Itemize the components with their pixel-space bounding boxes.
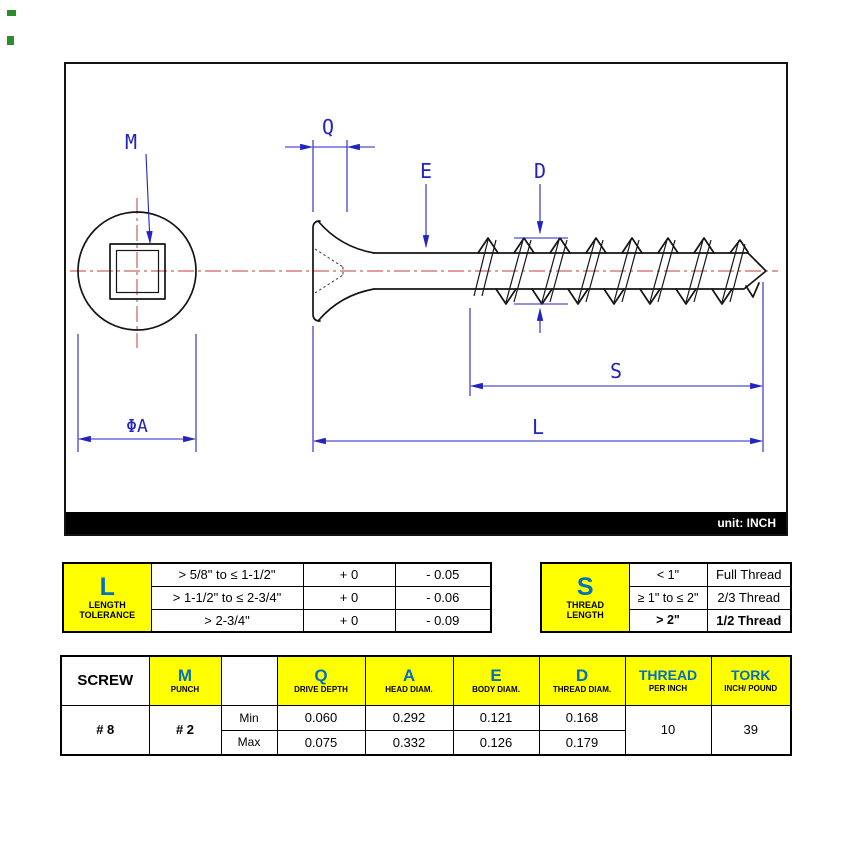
tork-value: 39 xyxy=(710,704,792,756)
thread-crests-bottom xyxy=(495,282,760,305)
q-extension-lines xyxy=(312,140,348,212)
header-minmax-spacer xyxy=(220,655,278,706)
header-a-head-diam: A HEAD DIAM. xyxy=(364,655,454,706)
tolerance-minus: - 0.05 xyxy=(394,562,492,587)
header-m-sub: PUNCH xyxy=(170,685,200,695)
bugle-flare-bottom xyxy=(317,288,375,322)
head-front-view-circle xyxy=(77,211,197,331)
a-min-value: 0.292 xyxy=(364,704,454,731)
tolerance-plus: + 0 xyxy=(302,562,396,587)
a-max-value: 0.332 xyxy=(364,729,454,756)
spec-max-row: Max 0.075 0.332 0.126 0.179 xyxy=(61,729,791,756)
tolerance-corner-cell: L LENGTH TOLERANCE xyxy=(62,562,152,633)
thread-length-row-3: > 2" 1/2 Thread xyxy=(541,608,792,633)
thread-value: 2/3 Thread xyxy=(706,585,792,610)
thread-length-corner-cell: S THREAD LENGTH xyxy=(540,562,630,633)
header-d-thread-diam: D THREAD DIAM. xyxy=(538,655,626,706)
thread-length-row-2: ≥ 1" to ≤ 2" 2/3 Thread xyxy=(541,585,792,610)
technical-drawing-panel: M Q E D S L ΦA xyxy=(64,62,788,536)
tolerance-range: > 1-1/2" to ≤ 2-3/4" xyxy=(150,585,304,610)
phi-a-extension-lines xyxy=(77,334,197,452)
scan-artifact-2 xyxy=(7,36,14,45)
tolerance-row-1: L LENGTH TOLERANCE > 5/8" to ≤ 1-1/2" + … xyxy=(62,562,492,633)
thread-flank-lines xyxy=(473,239,746,303)
tolerance-range: > 5/8" to ≤ 1-1/2" xyxy=(150,562,304,587)
header-a-sub: HEAD DIAM. xyxy=(385,685,433,695)
thread-value: Full Thread xyxy=(706,562,792,587)
header-tork-sub: INCH/ POUND xyxy=(724,684,778,694)
header-thread-sub: PER INCH xyxy=(648,684,688,694)
tolerance-title-line1: LENGTH xyxy=(88,600,126,610)
spec-table: SCREW M PUNCH Q DRIVE DEPTH A HEAD DIAM.… xyxy=(60,655,792,756)
header-a-letter: A xyxy=(402,666,416,686)
d-min-value: 0.168 xyxy=(538,704,626,731)
header-thread-letter: THREAD xyxy=(638,667,698,684)
scan-artifact-1 xyxy=(7,10,16,16)
header-q-letter: Q xyxy=(314,666,328,686)
d-extension-lines xyxy=(514,237,568,305)
thread-length-table: S THREAD LENGTH < 1" Full Thread ≥ 1" to… xyxy=(540,562,792,633)
header-tork-letter: TORK xyxy=(731,667,771,684)
e-max-value: 0.126 xyxy=(452,729,540,756)
screw-size-value: # 8 xyxy=(60,704,150,756)
dim-label-m: M xyxy=(125,130,137,154)
max-label: Max xyxy=(220,729,278,756)
header-thread-per-inch: THREAD PER INCH xyxy=(624,655,712,706)
head-face xyxy=(312,220,321,322)
header-e-sub: BODY DIAM. xyxy=(472,685,520,695)
l-extension-lines xyxy=(312,282,764,452)
thread-length-title-line2: LENGTH xyxy=(566,610,604,620)
header-m-letter: M xyxy=(177,666,193,686)
tolerance-row-2: > 1-1/2" to ≤ 2-3/4" + 0 - 0.06 xyxy=(63,585,492,610)
tolerance-title-line2: TOLERANCE xyxy=(79,610,136,620)
q-min-value: 0.060 xyxy=(276,704,366,731)
tolerance-plus: + 0 xyxy=(302,585,396,610)
q-max-value: 0.075 xyxy=(276,729,366,756)
header-tork: TORK INCH/ POUND xyxy=(710,655,792,706)
square-drive-outer xyxy=(109,243,166,300)
header-e-letter: E xyxy=(490,666,502,686)
thread-length-row-1: S THREAD LENGTH < 1" Full Thread xyxy=(540,562,792,633)
square-drive-inner xyxy=(115,249,160,294)
thread-length-letter: S xyxy=(576,573,594,601)
dim-label-s: S xyxy=(610,359,622,383)
drive-recess-hidden-lines xyxy=(314,248,344,294)
bugle-flare-top xyxy=(317,220,375,254)
thread-range: ≥ 1" to ≤ 2" xyxy=(628,585,708,610)
spec-min-row: # 8 # 2 Min 0.060 0.292 0.121 0.168 10 3… xyxy=(60,704,792,756)
tolerance-letter: L xyxy=(99,573,115,601)
thread-range: > 2" xyxy=(628,608,708,633)
tolerance-minus: - 0.09 xyxy=(394,608,492,633)
thread-range: < 1" xyxy=(628,562,708,587)
shank-and-tip xyxy=(373,252,767,290)
header-q-sub: DRIVE DEPTH xyxy=(294,685,348,695)
min-label: Min xyxy=(220,704,278,731)
header-e-body-diam: E BODY DIAM. xyxy=(452,655,540,706)
header-m-punch: M PUNCH xyxy=(148,655,222,706)
m-leader-line xyxy=(145,153,153,245)
length-tolerance-table: L LENGTH TOLERANCE > 5/8" to ≤ 1-1/2" + … xyxy=(62,562,492,633)
header-d-sub: THREAD DIAM. xyxy=(552,685,612,695)
tolerance-plus: + 0 xyxy=(302,608,396,633)
unit-label: unit: INCH xyxy=(66,512,786,534)
dim-label-d: D xyxy=(534,159,546,183)
tolerance-minus: - 0.06 xyxy=(394,585,492,610)
header-d-letter: D xyxy=(575,666,589,686)
d-max-value: 0.179 xyxy=(538,729,626,756)
thread-per-inch-value: 10 xyxy=(624,704,712,756)
punch-size-value: # 2 xyxy=(148,704,222,756)
header-screw: SCREW xyxy=(60,655,150,706)
e-min-value: 0.121 xyxy=(452,704,540,731)
header-q-drive-depth: Q DRIVE DEPTH xyxy=(276,655,366,706)
thread-value: 1/2 Thread xyxy=(706,608,792,633)
dim-label-q: Q xyxy=(322,115,334,139)
tolerance-range: > 2-3/4" xyxy=(150,608,304,633)
thread-length-title-line1: THREAD xyxy=(566,600,605,610)
dim-label-e: E xyxy=(420,159,432,183)
spec-header-row: SCREW M PUNCH Q DRIVE DEPTH A HEAD DIAM.… xyxy=(60,655,792,706)
dim-label-phi-a: ΦA xyxy=(126,416,148,437)
tolerance-row-3: > 2-3/4" + 0 - 0.09 xyxy=(63,608,492,633)
dim-label-l: L xyxy=(532,415,544,439)
screw-technical-drawing: M Q E D S L ΦA xyxy=(70,115,778,452)
